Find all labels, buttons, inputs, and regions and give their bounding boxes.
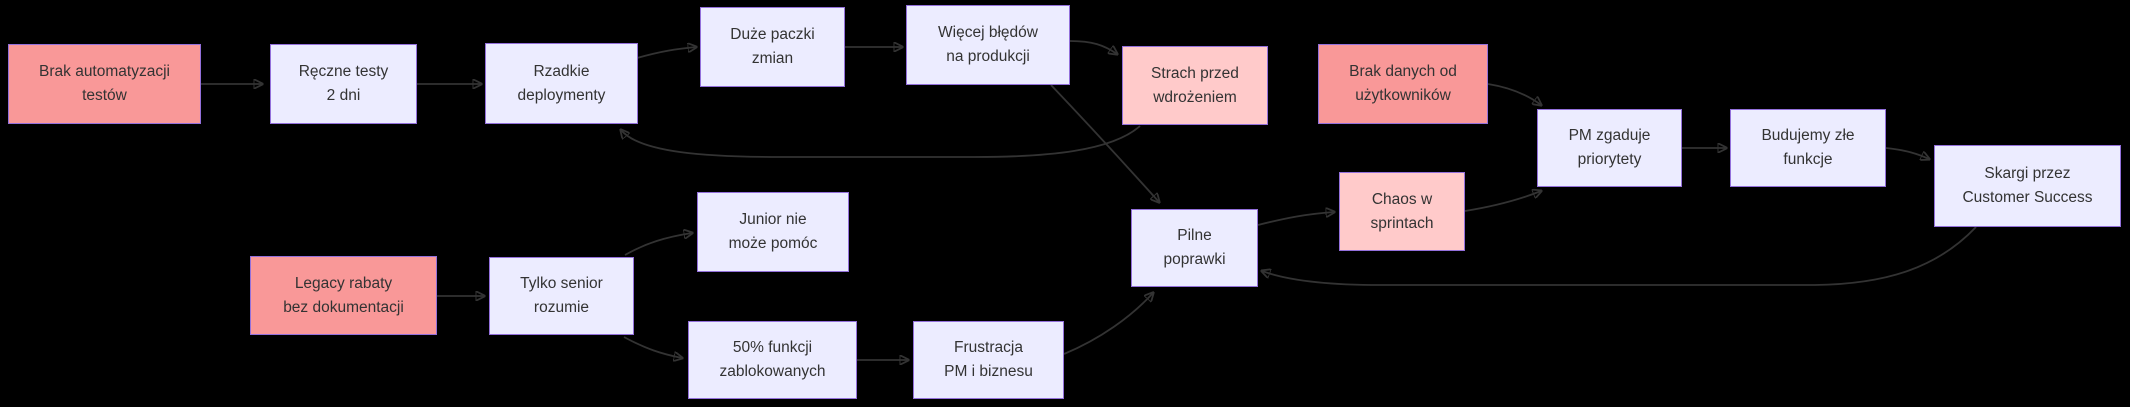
node-pm-zgaduje-priorytety: PM zgaduje priorytety (1537, 109, 1682, 187)
node-brak-automatyzacji-testow: Brak automatyzacji testów (8, 44, 201, 124)
edge-tylko-senior-to-funkcje-zablokowane (623, 336, 682, 358)
node-frustracja-pm-i-biznesu: Frustracja PM i biznesu (913, 321, 1064, 399)
node-strach-przed-wdrozeniem: Strach przed wdrożeniem (1122, 46, 1268, 125)
edge-budujemy-zle-funkcje-to-skargi-cs (1885, 147, 1929, 159)
edge-frustracja-to-pilne-poprawki (1063, 293, 1153, 355)
edge-skargi-cs-to-pilne-poprawki (1262, 226, 1977, 286)
edge-strach-przed-wdrozeniem-to-rzadkie-deploymenty (621, 125, 1141, 158)
node-budujemy-zle-funkcje: Budujemy złe funkcje (1730, 109, 1886, 187)
edge-wiecej-bledow-to-strach-przed-wdrozeniem (1069, 40, 1117, 54)
edge-tylko-senior-to-junior (624, 233, 692, 256)
edge-rzadkie-deploymenty-to-duze-paczki-zmian (636, 47, 696, 59)
node-legacy-rabaty-bez-dokumentacji: Legacy rabaty bez dokumentacji (250, 256, 437, 335)
node-chaos-w-sprintach: Chaos w sprintach (1339, 172, 1465, 251)
node-junior-nie-moze-pomoc: Junior nie może pomóc (697, 192, 849, 272)
node-brak-danych-od-uzytkownikow: Brak danych od użytkowników (1318, 44, 1488, 124)
node-wiecej-bledow-na-produkcji: Więcej błędów na produkcji (906, 5, 1070, 85)
node-rzadkie-deploymenty: Rzadkie deploymenty (485, 43, 638, 124)
node-pilne-poprawki: Pilne poprawki (1131, 209, 1258, 287)
node-skargi-customer-success: Skargi przez Customer Success (1934, 145, 2121, 227)
edge-pilne-poprawki-to-chaos (1257, 212, 1334, 226)
node-reczne-testy: Ręczne testy 2 dni (270, 44, 417, 124)
edge-brak-danych-to-pm-zgaduje (1487, 83, 1541, 105)
node-duze-paczki-zmian: Duże paczki zmian (700, 7, 845, 87)
edge-chaos-to-pm-zgaduje (1464, 191, 1541, 212)
node-funkcje-zablokowane: 50% funkcji zablokowanych (688, 321, 857, 399)
node-tylko-senior-rozumie: Tylko senior rozumie (489, 257, 634, 335)
